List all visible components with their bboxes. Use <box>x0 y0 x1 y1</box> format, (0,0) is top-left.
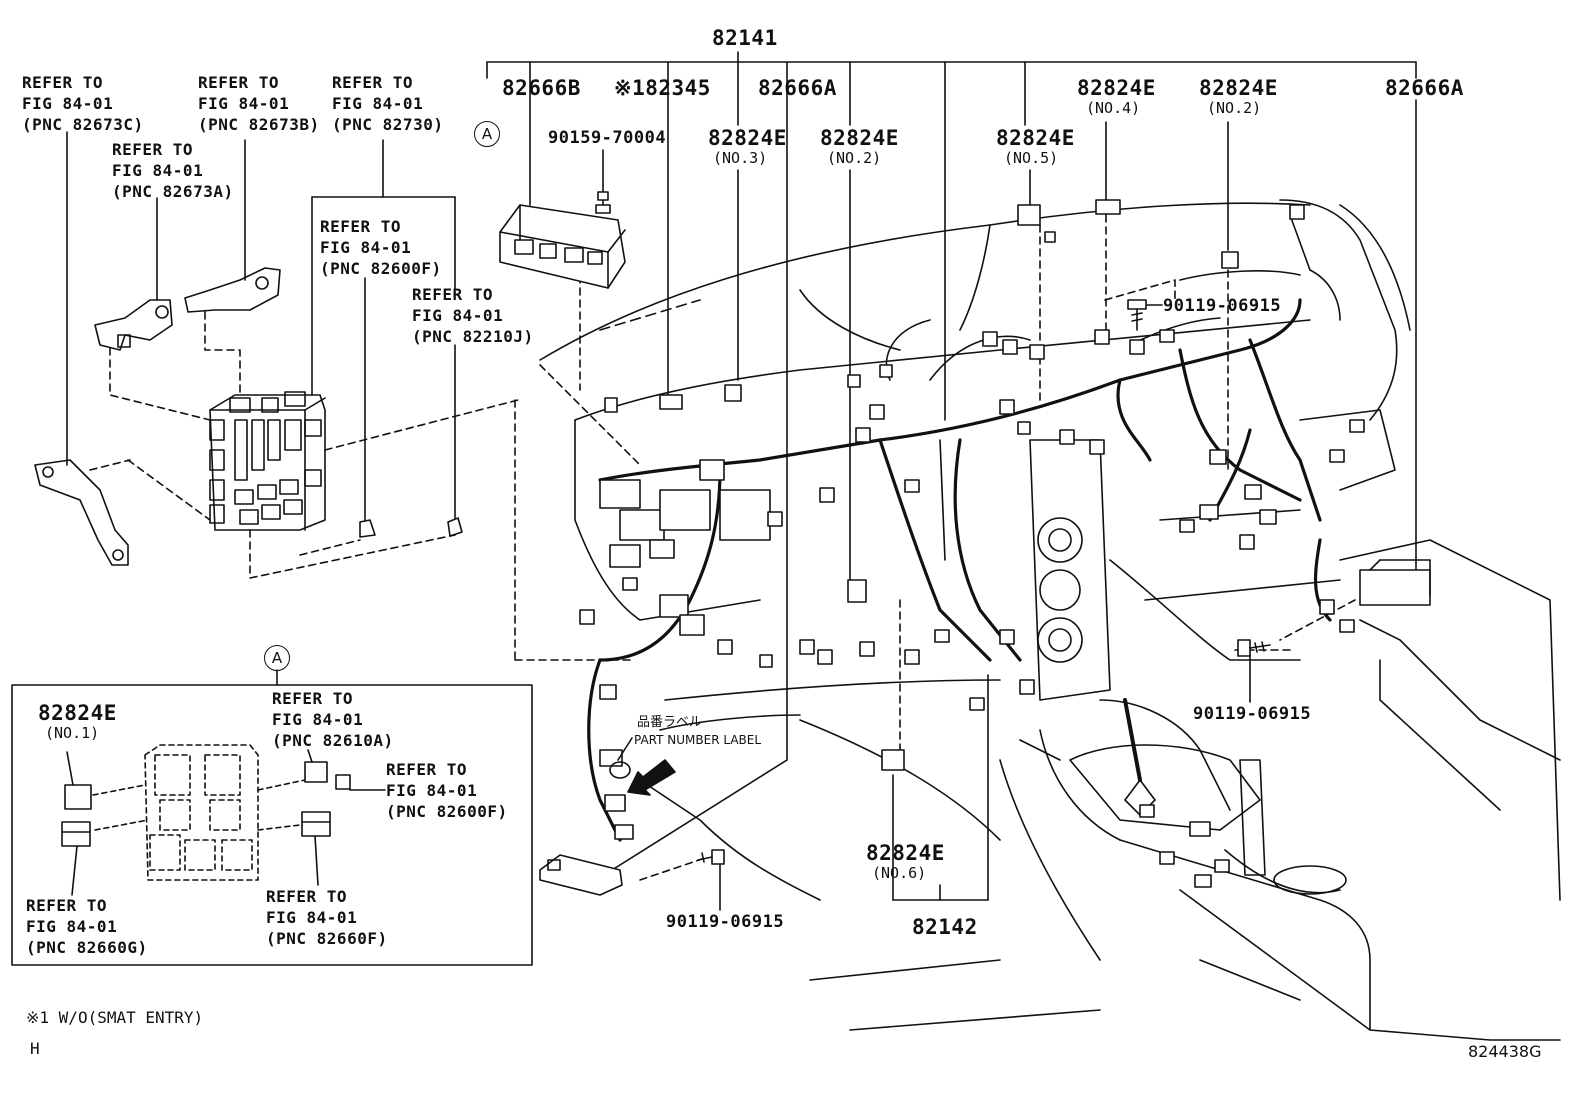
label-82824e-no3-sub: (NO.3) <box>713 149 768 167</box>
terminal-82600f <box>359 519 376 538</box>
figure-number: 824438G <box>1468 1042 1542 1061</box>
detail-a-box <box>11 669 533 966</box>
label-82141: 82141 <box>712 26 778 50</box>
detail-marker-a-box: A <box>264 645 290 671</box>
corner-letter: H <box>30 1039 40 1058</box>
label-82824e-no4-sub: (NO.4) <box>1086 99 1141 117</box>
harness-connectors <box>579 199 1431 888</box>
bolt-90119-top <box>1127 299 1147 331</box>
label-82824e-no2a-sub: (NO.2) <box>827 149 882 167</box>
label-90119-right: 90119-06915 <box>1193 704 1312 724</box>
terminal-82210j <box>447 517 463 537</box>
assembly-82141-bracket <box>486 51 1417 571</box>
label-82142: 82142 <box>912 915 978 939</box>
bracket-82666a-bottom <box>539 854 623 896</box>
left-area-leaders <box>66 131 456 521</box>
part-number-label-arrow <box>609 737 676 796</box>
bracket-82673c <box>34 459 129 566</box>
label-82666b: 82666B <box>502 76 581 100</box>
label-90119-bottom: 90119-06915 <box>666 912 785 932</box>
part-label-jp: 品番ラベル <box>637 715 703 730</box>
label-82824e-no5: 82824E <box>996 126 1075 150</box>
detail-a-relays <box>61 749 386 896</box>
bolt-90119-bottom <box>697 849 725 865</box>
harness-bundles <box>587 298 1332 842</box>
bolt-90119-right <box>1237 639 1271 657</box>
footnote: ※1 W/O(SMAT ENTRY) <box>26 1008 204 1027</box>
left-area-phantoms <box>89 311 519 579</box>
part-label-en: PART NUMBER LABEL <box>634 733 762 747</box>
label-90119-top: 90119-06915 <box>1163 296 1282 316</box>
clip-82673b <box>184 267 281 313</box>
label-82824e-no4: 82824E <box>1077 76 1156 100</box>
label-182345: ※182345 <box>614 76 711 100</box>
label-82666a-right: 82666A <box>1385 76 1464 100</box>
label-82824e-no6: 82824E <box>866 841 945 865</box>
detail-a-relay-block <box>92 744 306 881</box>
label-82824e-no5-sub: (NO.5) <box>1004 149 1059 167</box>
label-82824e-no1-sub: (NO.1) <box>45 724 100 742</box>
label-82824e-no2a: 82824E <box>820 126 899 150</box>
label-82666a-mid: 82666A <box>758 76 837 100</box>
label-82824e-no2b-sub: (NO.2) <box>1207 99 1262 117</box>
detail-marker-a-top: A <box>474 121 500 147</box>
label-82824e-no1: 82824E <box>38 701 117 725</box>
label-90159-70004: 90159-70004 <box>548 128 667 148</box>
junction-block-82666b <box>499 184 626 289</box>
label-82824e-no3: 82824E <box>708 126 787 150</box>
label-82824e-no6-sub: (NO.6) <box>872 864 927 882</box>
label-82824e-no2b: 82824E <box>1199 76 1278 100</box>
instrument-panel-outline <box>539 199 1561 1041</box>
clip-82673c <box>94 299 173 351</box>
junction-block-left <box>209 391 326 531</box>
